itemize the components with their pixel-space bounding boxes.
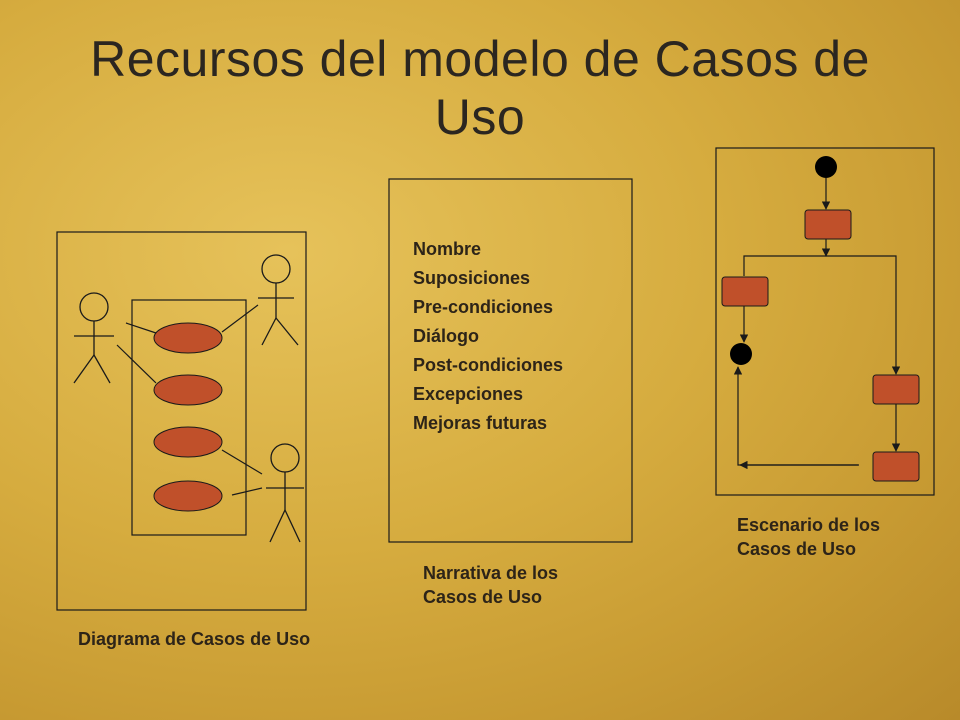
activity-box xyxy=(804,209,852,240)
use-case-outer-frame xyxy=(56,231,307,611)
activity-box xyxy=(721,276,769,307)
flow-arrows xyxy=(733,178,901,470)
start-node xyxy=(815,156,837,178)
narrative-item: Post-condiciones xyxy=(413,355,564,375)
actor-bottom-right xyxy=(266,443,304,543)
slide-title-line-1: Recursos del modelo de Casos de xyxy=(90,31,870,87)
scenario-caption-line-2: Casos de Uso xyxy=(737,539,857,559)
scenario-caption-line-1: Escenario de los xyxy=(737,515,881,535)
activity-box xyxy=(872,374,920,405)
narrative-item: Mejoras futuras xyxy=(413,413,548,433)
narrative-item: Suposiciones xyxy=(413,268,531,288)
use-case-ellipse xyxy=(153,374,223,406)
narrative-items: Nombre Suposiciones Pre-condiciones Diál… xyxy=(413,235,563,438)
use-case-ellipse xyxy=(153,426,223,458)
end-node xyxy=(730,343,752,365)
scenario-caption: Escenario de los Casos de Uso xyxy=(737,513,880,561)
narrative-caption-line-2: Casos de Uso xyxy=(423,587,543,607)
slide-title-line-2: Uso xyxy=(434,89,526,145)
narrative-frame xyxy=(388,178,633,543)
narrative-item: Diálogo xyxy=(413,326,479,346)
narrative-caption: Narrativa de los Casos de Uso xyxy=(423,561,558,609)
system-boundary xyxy=(131,299,247,536)
narrative-item: Nombre xyxy=(413,239,482,259)
actor-left xyxy=(73,292,114,384)
use-case-ellipse xyxy=(153,322,223,354)
actor-top-right xyxy=(258,254,299,346)
narrative-caption-line-1: Narrativa de los xyxy=(423,563,559,583)
use-case-diagram-panel xyxy=(56,231,307,611)
associations xyxy=(116,304,263,496)
narrative-item: Pre-condiciones xyxy=(413,297,554,317)
scenario-frame xyxy=(715,147,935,496)
slide-title: Recursos del modelo de Casos de Uso xyxy=(0,30,960,146)
use-case-ellipse xyxy=(153,480,223,512)
activity-box xyxy=(872,451,920,482)
narrative-item: Excepciones xyxy=(413,384,524,404)
scenario-panel xyxy=(715,147,935,496)
use-case-diagram-caption: Diagrama de Casos de Uso xyxy=(78,629,311,649)
